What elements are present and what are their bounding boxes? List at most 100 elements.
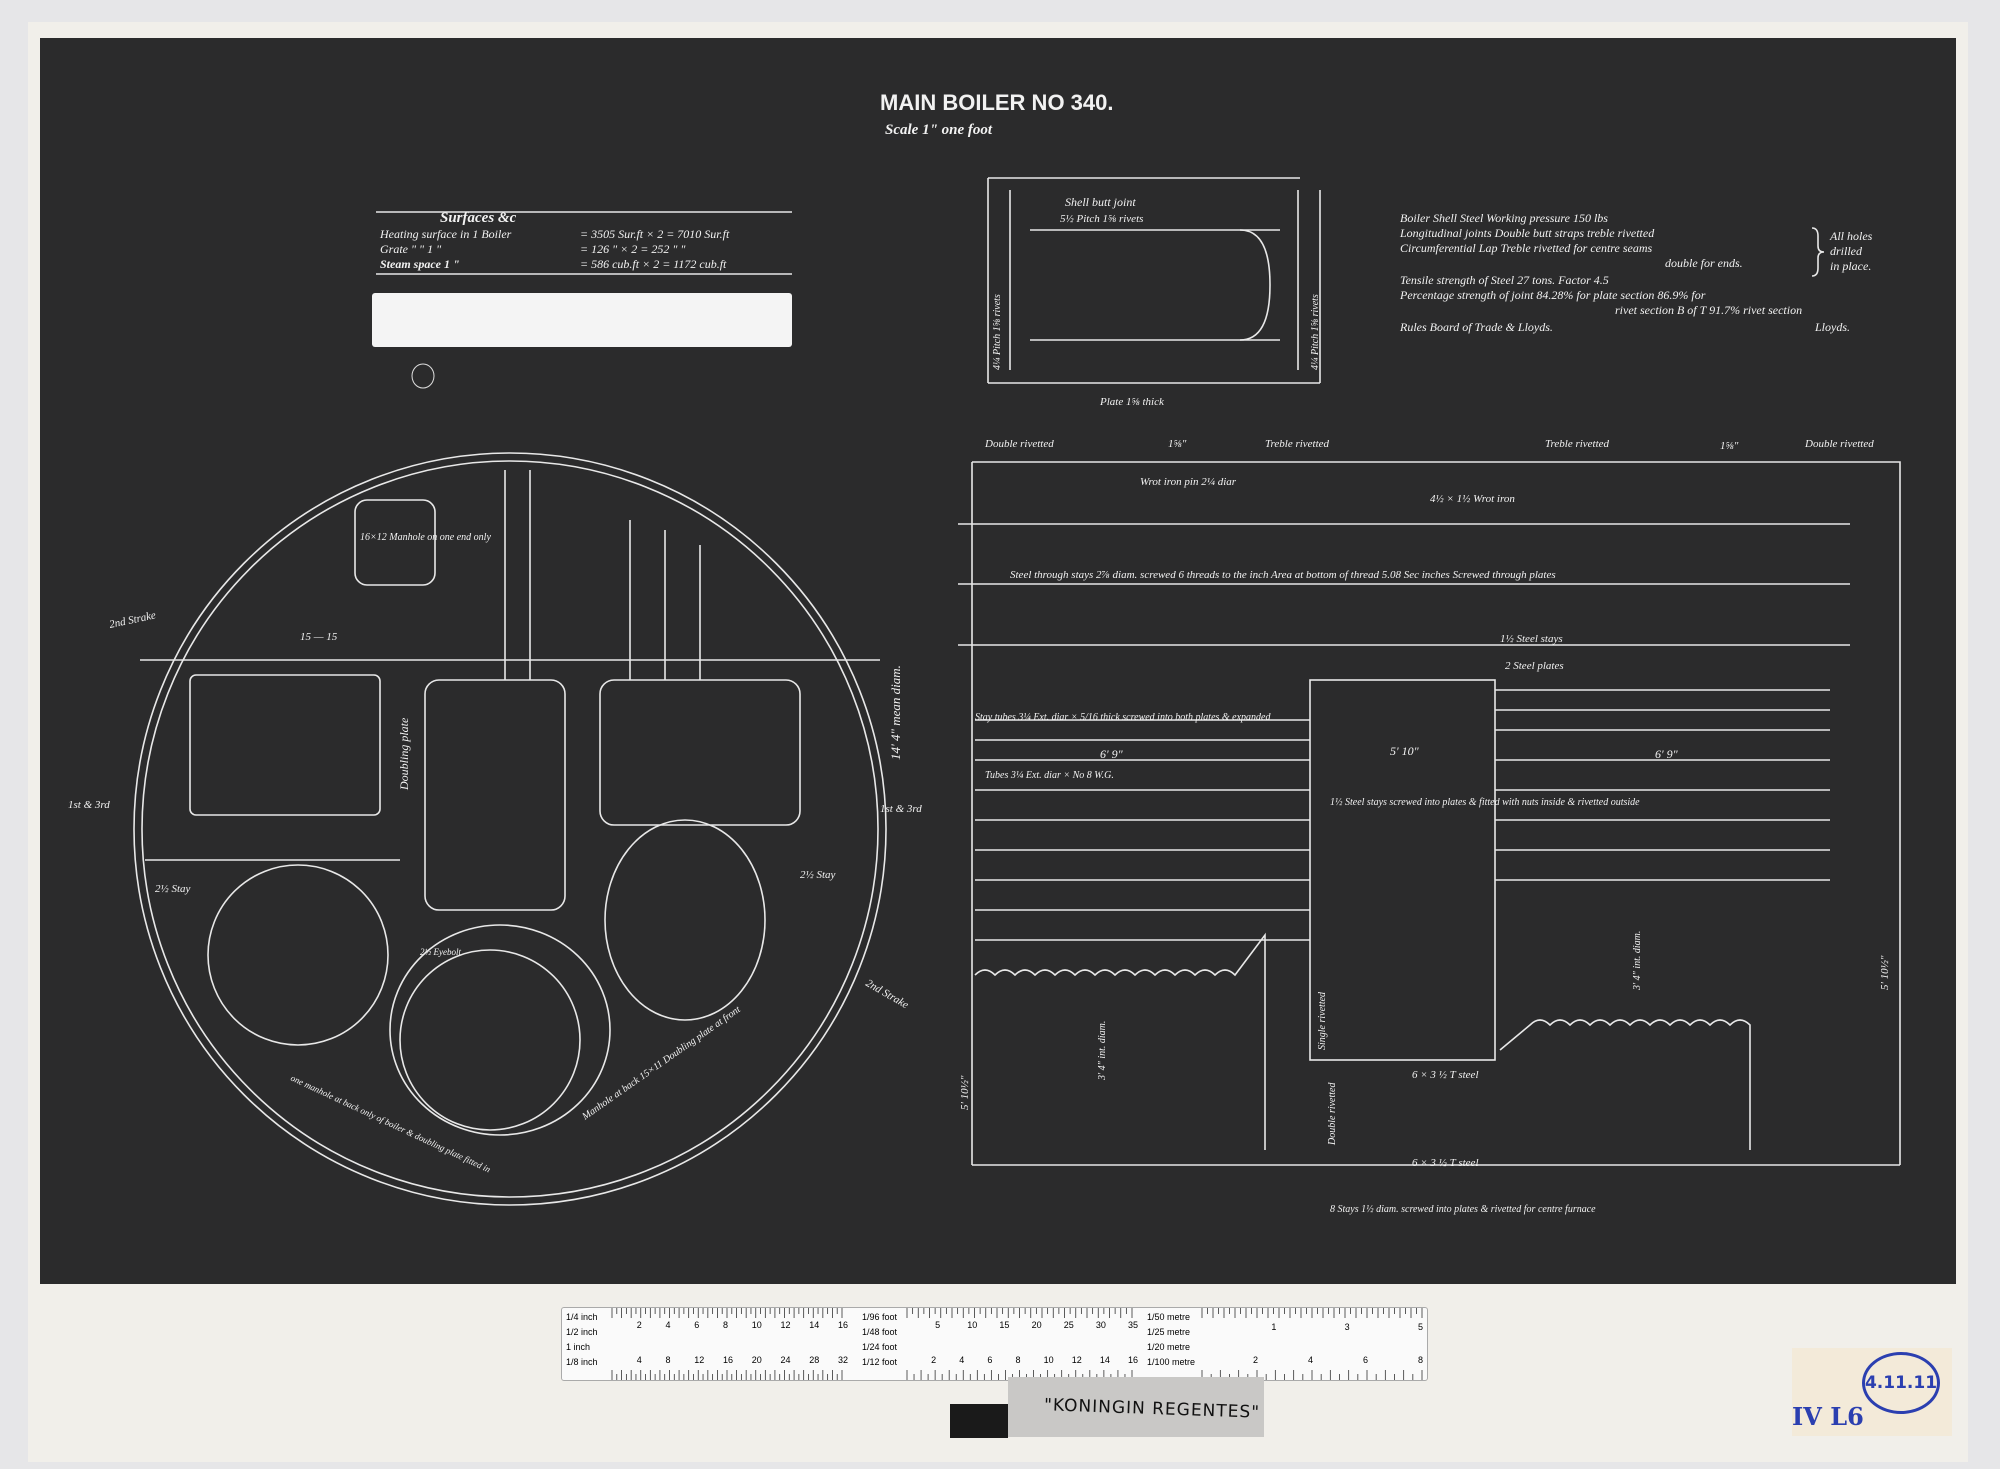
rivet-label: Double rivetted (984, 438, 1054, 450)
ruler-row-label: 1/96 foot (862, 1312, 898, 1322)
blueprint-print (40, 38, 1956, 1284)
scale-ruler: 1/4 inch 1/2 inch 1 inch 1/8 inch 1/96 f… (561, 1307, 1428, 1381)
spec-line: double for ends. (1665, 256, 1743, 270)
ruler-number: 5 (935, 1320, 940, 1330)
ruler-number: 6 (987, 1355, 992, 1365)
ruler-number: 3 (1345, 1322, 1350, 1332)
surface-row-value: = 586 cub.ft × 2 = 1172 cub.ft (580, 257, 727, 271)
height-label: 5' 10½" (959, 1075, 971, 1110)
tubes-label: Tubes 3¼ Ext. diar × No 8 W.G. (985, 770, 1114, 781)
archive-reference: IV L6 (1792, 1402, 1864, 1431)
spec-line: Lloyds. (1814, 320, 1850, 334)
strake-label: 1st & 3rd (68, 799, 110, 811)
ruler-number: 25 (1064, 1320, 1074, 1330)
ruler-row-label: 1/50 metre (1147, 1312, 1190, 1322)
spec-line: Circumferential Lap Treble rivetted for … (1400, 241, 1653, 255)
stain-mark (411, 363, 435, 389)
ruler-number: 15 (999, 1320, 1009, 1330)
height-label: 5' 10½" (1879, 955, 1891, 990)
doubling-plate-label: Doubling plate (397, 717, 411, 791)
surfaces-table: Surfaces &c Heating surface in 1 Boiler … (376, 210, 792, 275)
ruler-row-label: 1 inch (566, 1342, 590, 1352)
ruler-number: 2 (637, 1320, 642, 1330)
ruler-number: 4 (666, 1320, 671, 1330)
ruler-number: 14 (1100, 1355, 1110, 1365)
rivet-label: Treble rivetted (1265, 438, 1330, 450)
rivet-label: Treble rivetted (1545, 438, 1610, 450)
surface-row-label: Heating surface in 1 Boiler (379, 227, 512, 241)
ruler-number: 30 (1096, 1320, 1106, 1330)
ruler-number: 16 (1128, 1355, 1138, 1365)
drawing-title: MAIN BOILER NO 340. (880, 90, 1113, 115)
lower-note-label: one manhole at back only of boiler & dou… (289, 1073, 492, 1175)
ruler-number: 8 (723, 1320, 728, 1330)
ruler-number: 32 (838, 1355, 848, 1365)
steel-plates-label: 2 Steel plates (1505, 660, 1564, 672)
spec-line: Tensile strength of Steel 27 tons. Facto… (1400, 273, 1609, 287)
surface-row-value: = 126 " × 2 = 252 " " (580, 242, 686, 256)
t-steel-label: 6 × 3 ½ T steel (1412, 1157, 1479, 1169)
ruler-row-label: 1/4 inch (566, 1312, 598, 1322)
ruler-row-label: 1/24 foot (862, 1342, 898, 1352)
drawing-scale: Scale 1" one foot (885, 122, 993, 138)
ruler-number: 8 (1418, 1355, 1423, 1365)
ruler-number: 24 (781, 1355, 791, 1365)
spacing-label: 15 — 15 (300, 631, 338, 643)
ruler-number: 20 (752, 1355, 762, 1365)
ruler-number: 8 (1016, 1355, 1021, 1365)
mean-diameter-label: 14' 4" mean diam. (888, 665, 903, 760)
ruler-number: 20 (1032, 1320, 1042, 1330)
spec-note: drilled (1830, 244, 1863, 258)
boiler-end-view: 16×12 Manhole on one end only 15 — 15 14… (68, 452, 922, 1206)
strake-label: 2nd Strake (864, 977, 911, 1011)
ruler-row-label: 1/12 foot (862, 1357, 898, 1367)
eyebolt-label: 2½ Eyebolt (420, 947, 461, 957)
combustion-stays-label: 1½ Steel stays screwed into plates & fit… (1330, 797, 1640, 808)
wrot-iron-label: 4½ × 1½ Wrot iron (1430, 493, 1515, 505)
ruler-row-label: 1/8 inch (566, 1357, 598, 1367)
ruler-row-label: 1/100 metre (1147, 1357, 1195, 1367)
plate-thickness: Plate 1⅝ thick (1099, 396, 1165, 408)
ruler-number: 4 (959, 1355, 964, 1365)
ruler-row-label: 1/25 metre (1147, 1327, 1190, 1337)
strake-label: 2nd Strake (108, 609, 157, 631)
joint-side-label: 4¼ Pitch 1⅝ rivets (992, 294, 1003, 370)
ruler-number: 6 (694, 1320, 699, 1330)
ruler-number: 12 (1072, 1355, 1082, 1365)
length-label: 6' 9" (1655, 747, 1679, 761)
t-steel-label: 6 × 3 ½ T steel (1412, 1069, 1479, 1081)
specifications-block: Boiler Shell Steel Working pressure 150 … (1399, 211, 1873, 334)
ruler-number: 4 (637, 1355, 642, 1365)
ruler-number: 16 (838, 1320, 848, 1330)
ruler-number: 14 (809, 1320, 819, 1330)
ruler-number: 6 (1363, 1355, 1368, 1365)
surfaces-heading: Surfaces &c (440, 210, 517, 226)
ruler-number: 12 (781, 1320, 791, 1330)
joint-pitch: 5½ Pitch 1⅝ rivets (1060, 213, 1143, 225)
ruler-number: 10 (1044, 1355, 1054, 1365)
length-label: 6' 9" (1100, 747, 1124, 761)
rivet-label: Double rivetted (1804, 438, 1874, 450)
ruler-number: 12 (694, 1355, 704, 1365)
ship-name: "KONINGIN REGENTES" (1043, 1395, 1261, 1423)
spec-note: in place. (1830, 259, 1871, 273)
spec-line: Percentage strength of joint 84.28% for … (1399, 288, 1706, 302)
ruler-number: 28 (809, 1355, 819, 1365)
furnace-diameter-label: 3' 4" int. diam. (1097, 1021, 1108, 1081)
spec-line: Boiler Shell Steel Working pressure 150 … (1400, 211, 1608, 225)
stay-label: 2½ Stay (155, 883, 191, 895)
furnace-diameter-label: 3' 4" int. diam. (1632, 931, 1643, 991)
manhole-label: 16×12 Manhole on one end only (360, 532, 491, 543)
ruler-number: 4 (1308, 1355, 1313, 1365)
ruler-number: 2 (931, 1355, 936, 1365)
rivet-label: Single rivetted (1317, 991, 1328, 1050)
ruler-number: 10 (967, 1320, 977, 1330)
date-stamp: 4.11.11 (1862, 1352, 1940, 1414)
ruler-row-label: 1/20 metre (1147, 1342, 1190, 1352)
steel-stays-label: 1½ Steel stays (1500, 633, 1563, 645)
ruler-number: 8 (666, 1355, 671, 1365)
ruler-number: 2 (1253, 1355, 1258, 1365)
black-tab (950, 1404, 1008, 1438)
thickness-label: 1⅝" (1720, 440, 1739, 452)
